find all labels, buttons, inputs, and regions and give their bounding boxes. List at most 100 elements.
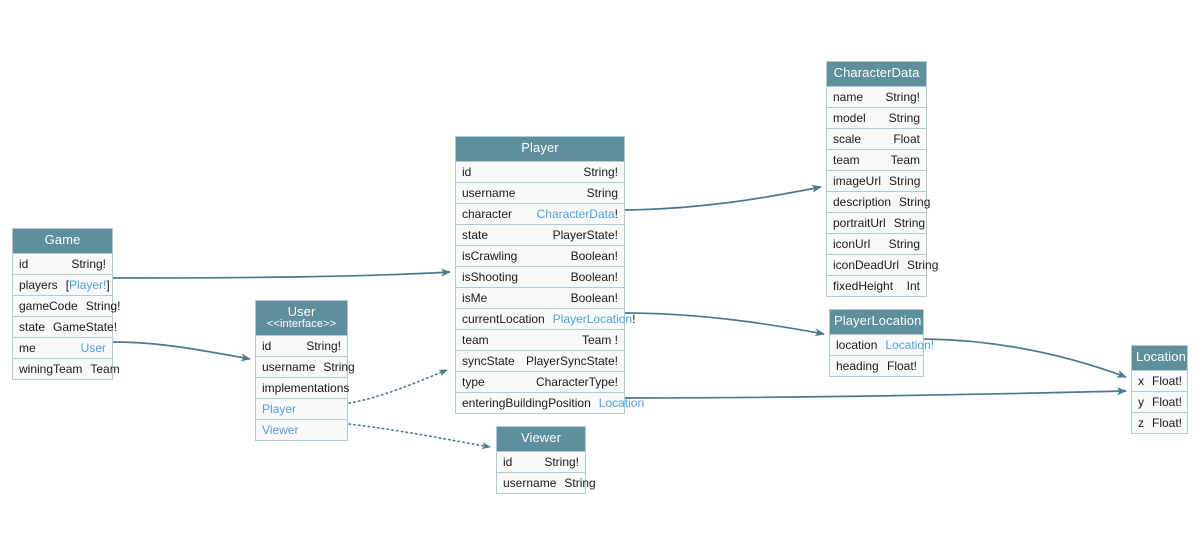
field-type: String! [885, 89, 920, 104]
entity-title: CharacterData [833, 65, 920, 80]
field-type: Float! [1152, 373, 1183, 388]
field-name: team [462, 332, 489, 347]
type-link[interactable]: Player! [69, 277, 107, 292]
field-type: GameState! [53, 319, 118, 334]
field-type: Float! [1152, 415, 1183, 430]
type-link[interactable]: Location! [885, 337, 935, 352]
field-type: Boolean! [570, 248, 618, 263]
entity-header-playerlocation: PlayerLocation [830, 310, 923, 335]
field-type: PlayerLocation! [552, 311, 636, 326]
field-name: heading [836, 358, 879, 373]
type-link[interactable]: User [80, 340, 106, 355]
edge-game-me-to-user [112, 341, 251, 362]
field-type: Location! [877, 338, 934, 352]
edge-user-implements-viewer [348, 423, 491, 450]
field-row: implementations [256, 378, 350, 400]
field-name: state [462, 227, 489, 242]
field-type: Boolean! [570, 290, 618, 305]
field-name: isCrawling [462, 248, 518, 263]
field-name: imageUrl [833, 173, 882, 188]
field-row: isShooting Boolean! [456, 266, 624, 288]
field-name: x [1138, 373, 1144, 388]
field-type: String! [583, 164, 618, 179]
field-name: currentLocation [462, 311, 545, 326]
field-row: team Team ! [456, 329, 624, 351]
field-row: state GameState! [13, 316, 117, 338]
field-row: isCrawling Boolean! [456, 245, 624, 267]
field-name: me [19, 340, 36, 355]
field-type: Boolean! [570, 269, 618, 284]
field-name: y [1138, 394, 1144, 409]
field-row: isMe Boolean! [456, 287, 624, 309]
field-row[interactable]: location Location! [830, 334, 934, 356]
edge-user-implements-player [348, 369, 448, 404]
field-row[interactable]: players [Player!] [13, 274, 112, 296]
field-type: String [888, 236, 920, 251]
field-name: players [19, 277, 58, 292]
field-row[interactable]: me User [13, 337, 112, 359]
field-type: Team ! [581, 332, 618, 347]
field-name: id [262, 339, 272, 354]
edge-player-character-to-characterdata [624, 184, 822, 211]
field-type: Team [890, 152, 920, 167]
type-link[interactable]: PlayerLocation [552, 311, 633, 326]
field-name: implementations [262, 381, 350, 396]
field-type: String [889, 173, 921, 188]
field-name: id [19, 256, 29, 271]
entity-header-player: Player [456, 137, 624, 162]
field-type: String [899, 194, 931, 209]
field-name: isShooting [462, 269, 519, 284]
implementation-link[interactable]: Player [256, 399, 347, 421]
field-name: winingTeam [19, 361, 83, 376]
field-name: username [462, 185, 516, 200]
field-name: enteringBuildingPosition [462, 395, 591, 410]
field-type: User [73, 341, 106, 355]
field-type: [Player!] [65, 277, 110, 292]
type-link[interactable]: CharacterData [536, 206, 615, 221]
field-row[interactable]: enteringBuildingPosition Location [456, 392, 644, 413]
implementation-link[interactable]: Viewer [256, 420, 347, 441]
edge-game-players-to-player [112, 268, 451, 279]
field-name: isMe [462, 290, 488, 305]
field-name: location [836, 337, 878, 352]
field-name: username [262, 360, 316, 375]
field-name: state [19, 319, 46, 334]
field-name: model [833, 110, 866, 125]
field-type: String! [306, 339, 341, 354]
entity-title: Location [1136, 349, 1186, 364]
field-type: String! [85, 298, 121, 313]
field-type: String [586, 185, 618, 200]
field-type: String [323, 360, 355, 375]
field-type: CharacterData! [536, 206, 618, 221]
type-link[interactable]: Location [598, 395, 645, 410]
edge-player-enteringbuildingposition-to-location [624, 387, 1127, 399]
field-type: CharacterType! [535, 374, 618, 389]
entity-title: User [287, 304, 316, 319]
entity-header-location: Location [1132, 346, 1187, 371]
field-name: id [462, 164, 472, 179]
field-name: Viewer [262, 423, 299, 438]
field-type: String [907, 257, 939, 272]
entity-title: PlayerLocation [834, 313, 922, 328]
edge-player-currentlocation-to-playerlocation [624, 312, 825, 337]
entity-header-characterdata: CharacterData [827, 62, 926, 87]
field-row[interactable]: currentLocation PlayerLocation! [456, 308, 635, 330]
field-type: Team [90, 361, 120, 376]
